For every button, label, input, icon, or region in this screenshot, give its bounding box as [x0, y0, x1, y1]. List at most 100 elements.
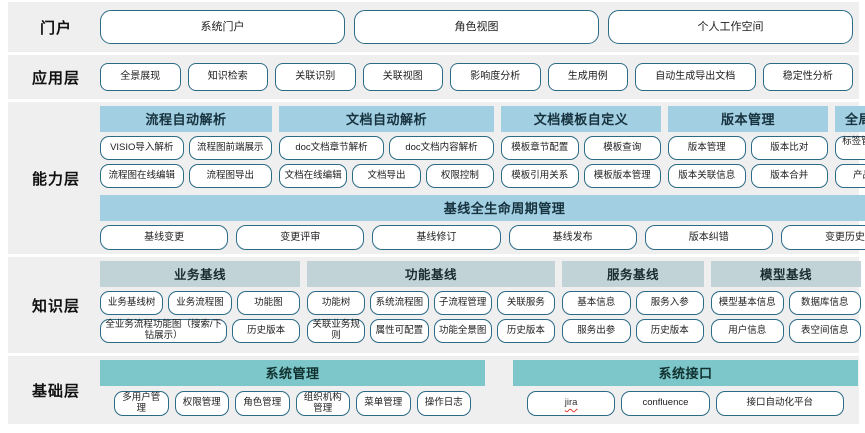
layer-label-application: 应用层: [31, 69, 80, 87]
capability-group-title-2: 文档模板自定义: [501, 106, 661, 132]
knowledge-group-title-0: 业务基线: [100, 261, 300, 287]
capability-groups: 流程自动解析 VISIO导入解析 流程图前端展示 流程图在线编辑 流程图导出: [100, 106, 865, 188]
capability-group-3-line-1: 版本关联信息 版本合并: [668, 164, 828, 188]
know-1-1-0[interactable]: 关联业务规则: [307, 319, 366, 343]
knowledge-group-1-line-1: 关联业务规则 属性可配置 功能全景图 历史版本: [307, 319, 555, 343]
layer-label-portal: 门户: [39, 19, 72, 37]
base-1-item-2[interactable]: 接口自动化平台: [715, 391, 844, 416]
app-item-1[interactable]: 知识检索: [187, 63, 268, 91]
know-3-1-0[interactable]: 用户信息: [711, 319, 784, 343]
layer-row-knowledge: 知识层 业务基线 业务基线树 业务流程图 功能图 全业务流程功能图（搜索/下钻展…: [8, 257, 861, 353]
know-2-1-1[interactable]: 历史版本: [635, 319, 704, 343]
know-1-1-1[interactable]: 属性可配置: [370, 319, 429, 343]
lifecycle-item-3[interactable]: 基线发布: [508, 225, 637, 250]
know-2-0-1[interactable]: 服务入参: [635, 291, 704, 315]
knowledge-group-3-line-0: 模型基本信息 数据库信息: [711, 291, 861, 315]
knowledge-group-title-2: 服务基线: [562, 261, 704, 287]
capability-group-0-line-0: VISIO导入解析 流程图前端展示: [100, 136, 272, 160]
app-item-4[interactable]: 影响度分析: [450, 63, 541, 91]
know-0-0-1[interactable]: 业务流程图: [168, 291, 232, 315]
app-item-2[interactable]: 关联识别: [275, 63, 356, 91]
capability-group-2: 文档模板自定义 模板章节配置 模板查询 模板引用关系 模板版本管理: [501, 106, 661, 188]
know-0-0-0[interactable]: 业务基线树: [100, 291, 164, 315]
know-2-1-0[interactable]: 服务出参: [562, 319, 631, 343]
base-group-items-1: jira confluence 接口自动化平台: [513, 391, 858, 416]
know-2-0-0[interactable]: 基本信息: [562, 291, 631, 315]
base-0-item-1[interactable]: 权限管理: [174, 391, 229, 416]
know-1-0-3[interactable]: 关联服务: [496, 291, 555, 315]
base-0-item-0[interactable]: 多用户管理: [114, 391, 169, 416]
app-item-0[interactable]: 全景展现: [100, 63, 181, 91]
cap-3-0-0[interactable]: 版本管理: [668, 136, 746, 160]
base-0-item-2[interactable]: 角色管理: [235, 391, 290, 416]
base-0-item-3[interactable]: 组织机构管理: [295, 391, 350, 416]
cap-1-0-1[interactable]: doc文档内容解析: [389, 136, 494, 160]
lifecycle-item-1[interactable]: 变更评审: [236, 225, 365, 250]
cap-3-1-0[interactable]: 版本关联信息: [668, 164, 746, 188]
layer-label-capability: 能力层: [31, 170, 80, 188]
knowledge-group-3: 模型基线 模型基本信息 数据库信息 用户信息 表空间信息: [711, 261, 861, 349]
cap-0-0-0[interactable]: VISIO导入解析: [100, 136, 184, 160]
cap-4-0-0[interactable]: 标签管理/自定义: [835, 136, 865, 160]
know-1-0-0[interactable]: 功能树: [307, 291, 366, 315]
know-1-1-3[interactable]: 历史版本: [496, 319, 555, 343]
portal-item-2[interactable]: 个人工作空间: [608, 10, 853, 44]
lifecycle-item-4[interactable]: 版本纠错: [644, 225, 773, 250]
base-1-item-confluence[interactable]: confluence: [621, 391, 710, 416]
app-item-3[interactable]: 关联视图: [362, 63, 443, 91]
capability-group-items-3: 版本管理 版本比对 版本关联信息 版本合并: [668, 136, 828, 188]
know-1-1-2[interactable]: 功能全景图: [433, 319, 492, 343]
lifecycle-item-5[interactable]: 变更历史: [780, 225, 865, 250]
app-item-6[interactable]: 自动生成导出文档: [635, 63, 756, 91]
cap-1-1-0[interactable]: 文档在线编辑: [279, 164, 348, 188]
portal-item-0[interactable]: 系统门户: [100, 10, 345, 44]
capability-group-title-0: 流程自动解析: [100, 106, 272, 132]
cap-2-0-0[interactable]: 模板章节配置: [501, 136, 579, 160]
knowledge-group-items-0: 业务基线树 业务流程图 功能图 全业务流程功能图（搜索/下钻展示） 历史版本: [100, 291, 300, 343]
knowledge-groups: 业务基线 业务基线树 业务流程图 功能图 全业务流程功能图（搜索/下钻展示） 历…: [100, 261, 861, 349]
cap-0-1-1[interactable]: 流程图导出: [188, 164, 272, 188]
cap-0-1-0[interactable]: 流程图在线编辑: [100, 164, 184, 188]
capability-group-title-3: 版本管理: [668, 106, 828, 132]
cap-4-1-0[interactable]: 产品管理: [835, 164, 865, 188]
cap-3-1-1[interactable]: 版本合并: [750, 164, 828, 188]
portal-item-1[interactable]: 角色视图: [354, 10, 599, 44]
cap-1-0-0[interactable]: doc文档章节解析: [279, 136, 384, 160]
capability-group-3-line-0: 版本管理 版本比对: [668, 136, 828, 160]
layer-label-base: 基础层: [31, 382, 80, 400]
know-0-1-1[interactable]: 历史版本: [232, 319, 300, 343]
cap-1-1-1[interactable]: 文档导出: [352, 164, 421, 188]
capability-group-0-line-1: 流程图在线编辑 流程图导出: [100, 164, 272, 188]
lifecycle-items: 基线变更 变更评审 基线修订 基线发布 版本纠错 变更历史: [100, 225, 865, 250]
know-0-1-0[interactable]: 全业务流程功能图（搜索/下钻展示）: [100, 319, 228, 343]
base-0-item-4[interactable]: 菜单管理: [356, 391, 411, 416]
lifecycle-item-2[interactable]: 基线修订: [372, 225, 501, 250]
capability-group-2-line-0: 模板章节配置 模板查询: [501, 136, 661, 160]
lifecycle-title: 基线全生命周期管理: [100, 195, 865, 221]
app-item-5[interactable]: 生成用例: [547, 63, 628, 91]
know-1-0-1[interactable]: 系统流程图: [370, 291, 429, 315]
base-0-item-5[interactable]: 操作日志: [416, 391, 471, 416]
base-group-title-1: 系统接口: [513, 360, 858, 386]
know-0-0-2[interactable]: 功能图: [236, 291, 300, 315]
cap-2-0-1[interactable]: 模板查询: [583, 136, 661, 160]
cap-0-0-1[interactable]: 流程图前端展示: [188, 136, 272, 160]
knowledge-group-title-1: 功能基线: [307, 261, 555, 287]
know-3-0-1[interactable]: 数据库信息: [788, 291, 861, 315]
know-1-0-2[interactable]: 子流程管理: [433, 291, 492, 315]
cap-2-1-1[interactable]: 模板版本管理: [583, 164, 661, 188]
app-item-7[interactable]: 稳定性分析: [762, 63, 853, 91]
layer-row-portal: 门户 系统门户 角色视图 个人工作空间: [8, 2, 859, 52]
know-3-1-1[interactable]: 表空间信息: [788, 319, 861, 343]
application-items: 全景展现 知识检索 关联识别 关联视图 影响度分析 生成用例 自动生成导出文档 …: [100, 63, 853, 91]
cap-3-0-1[interactable]: 版本比对: [750, 136, 828, 160]
capability-group-items-4: 标签管理/自定义 产品管理: [835, 136, 865, 188]
knowledge-group-0: 业务基线 业务基线树 业务流程图 功能图 全业务流程功能图（搜索/下钻展示） 历…: [100, 261, 300, 349]
know-3-0-0[interactable]: 模型基本信息: [711, 291, 784, 315]
lifecycle-item-0[interactable]: 基线变更: [100, 225, 229, 250]
portal-items: 系统门户 角色视图 个人工作空间: [100, 10, 853, 44]
cap-2-1-0[interactable]: 模板引用关系: [501, 164, 579, 188]
base-1-item-jira[interactable]: jira: [527, 391, 616, 416]
capability-group-items-0: VISIO导入解析 流程图前端展示 流程图在线编辑 流程图导出: [100, 136, 272, 188]
cap-1-1-2[interactable]: 权限控制: [425, 164, 494, 188]
